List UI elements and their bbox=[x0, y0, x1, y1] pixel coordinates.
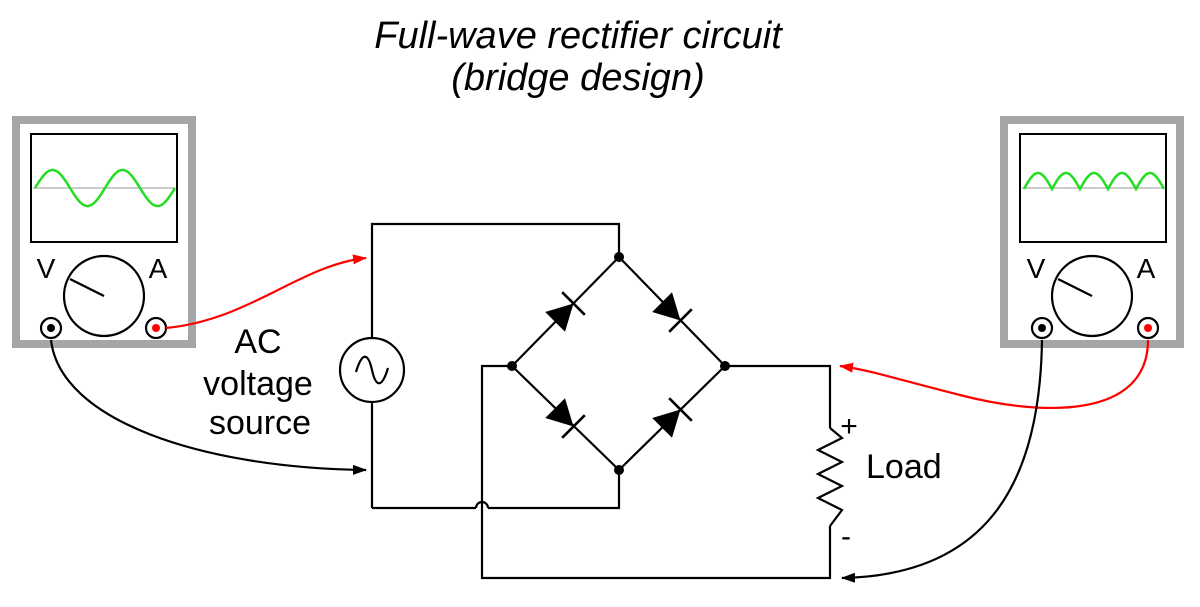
diagram-title-line1: Full-wave rectifier circuit bbox=[374, 15, 783, 57]
volt-label-left: V bbox=[37, 253, 56, 284]
black-jack-right-center bbox=[1038, 324, 1046, 332]
diagram-title-line2: (bridge design) bbox=[451, 57, 704, 99]
junction-left bbox=[507, 361, 517, 371]
probe-lead-red-left bbox=[165, 254, 367, 330]
circuit-wiring bbox=[370, 222, 845, 580]
diode-top-left bbox=[545, 291, 586, 332]
ac-sine-icon bbox=[354, 355, 390, 385]
junction-bottom bbox=[614, 465, 624, 475]
diode-bottom-left bbox=[545, 398, 586, 439]
junction-top bbox=[614, 252, 624, 262]
oscilloscope-left: V A bbox=[12, 116, 196, 348]
amp-label-left: A bbox=[149, 253, 168, 284]
volt-label-right: V bbox=[1027, 253, 1046, 284]
oscilloscope-right: V A bbox=[1000, 116, 1184, 348]
meter-needle-right bbox=[1057, 278, 1093, 297]
source-label-line2: voltage bbox=[203, 365, 313, 403]
rectified-wave-trace bbox=[1022, 171, 1166, 192]
probe-lead-black-right bbox=[841, 339, 1044, 583]
ac-voltage-source bbox=[338, 336, 406, 404]
junction-right bbox=[720, 361, 730, 371]
wire-return bbox=[480, 364, 832, 580]
minus-sign: - bbox=[841, 520, 851, 553]
plus-sign: + bbox=[840, 410, 858, 443]
diode-top-right bbox=[652, 292, 693, 333]
probe-lead-red-right bbox=[839, 339, 1150, 410]
black-jack-left-center bbox=[47, 324, 55, 332]
source-label-line3: source bbox=[209, 404, 311, 442]
diode-bridge bbox=[507, 252, 730, 475]
wire-output-top bbox=[725, 364, 832, 428]
diode-bottom-right bbox=[652, 397, 693, 438]
red-jack-right-center bbox=[1144, 324, 1152, 332]
red-jack-left-center bbox=[152, 324, 160, 332]
wire-source-bottom-right bbox=[488, 470, 621, 510]
sine-wave-trace bbox=[33, 168, 177, 208]
wire-source-top bbox=[370, 222, 621, 338]
source-label-line1: AC bbox=[234, 323, 281, 361]
meter-needle-left bbox=[69, 278, 105, 297]
load-resistor bbox=[815, 427, 845, 527]
load-label: Load bbox=[866, 448, 942, 486]
probe-lead-black-left bbox=[49, 339, 367, 475]
amp-label-right: A bbox=[1137, 253, 1156, 284]
